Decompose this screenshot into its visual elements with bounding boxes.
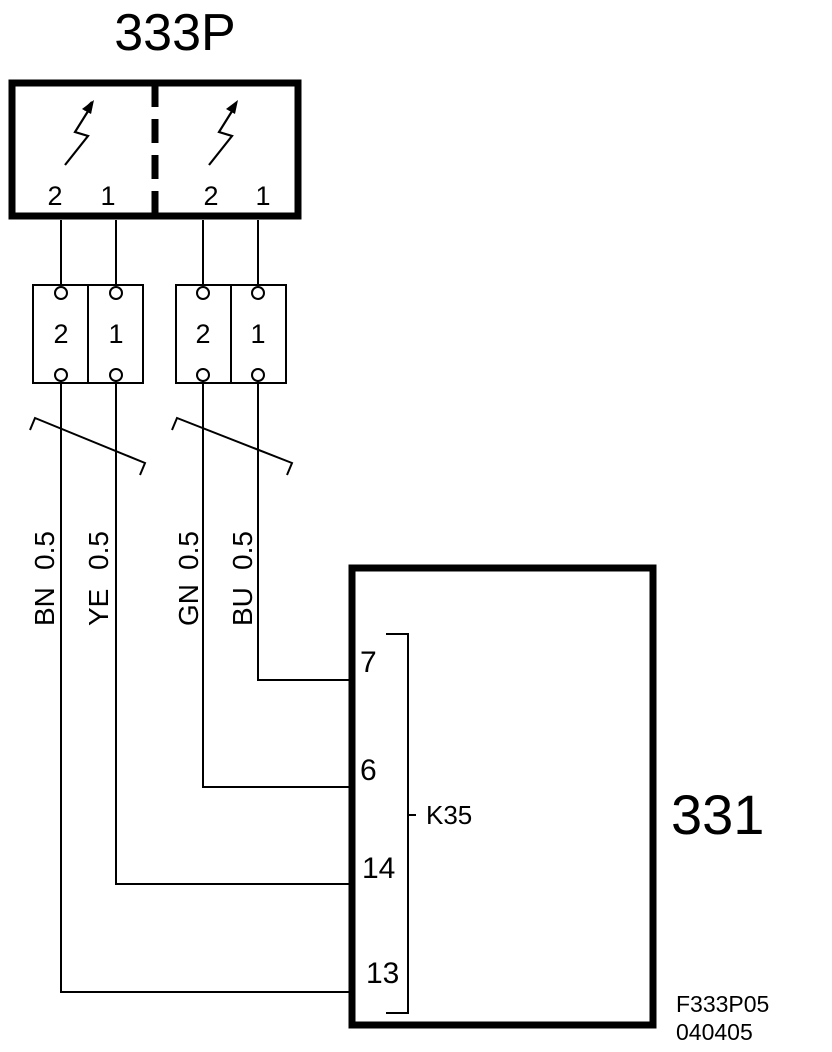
wire-size-label: 0.5 bbox=[83, 531, 114, 570]
sensor-pin-label: 1 bbox=[100, 181, 115, 211]
control-unit-label: 331 bbox=[671, 783, 764, 846]
control-unit: K35 7 6 14 13 bbox=[348, 564, 657, 1029]
connector-cell bbox=[87, 284, 144, 384]
connector-label: 1 bbox=[250, 319, 265, 349]
connector-group-right: 2 1 bbox=[175, 284, 287, 384]
wire-color-label: BN bbox=[29, 587, 60, 626]
twisted-pair-marker bbox=[29, 416, 294, 476]
wire-color-label: GN bbox=[173, 584, 204, 626]
sensor-pin-label: 2 bbox=[203, 181, 218, 211]
wire-color-label: BU bbox=[227, 587, 258, 626]
control-unit-pin: 7 bbox=[360, 646, 377, 679]
wire-bu bbox=[257, 381, 355, 681]
connector-bracket bbox=[386, 633, 409, 1014]
connector-label: 2 bbox=[53, 319, 68, 349]
sensor-block: 2 1 2 1 bbox=[8, 79, 302, 220]
sensor-lightning-icon bbox=[64, 100, 94, 166]
wire-ye bbox=[115, 381, 355, 885]
component-title: 333P bbox=[114, 4, 235, 62]
connector-label: 1 bbox=[108, 319, 123, 349]
connector-group-left: 2 1 bbox=[32, 284, 144, 384]
figure-reference-date: 040405 bbox=[676, 1019, 753, 1045]
control-unit-pin: 6 bbox=[360, 754, 377, 787]
connector-label: 2 bbox=[195, 319, 210, 349]
connector-id-label: K35 bbox=[426, 800, 472, 830]
harness-wires bbox=[60, 381, 355, 993]
wire-size-label: 0.5 bbox=[227, 531, 258, 570]
sensor-lightning-icon bbox=[208, 100, 238, 166]
connector-terminal bbox=[54, 368, 68, 382]
wire-gn bbox=[202, 381, 355, 788]
sensor-leads bbox=[60, 220, 259, 287]
connector-terminal bbox=[251, 286, 265, 300]
control-unit-outline bbox=[348, 564, 657, 1029]
connector-terminal bbox=[251, 368, 265, 382]
wire-size-label: 0.5 bbox=[173, 531, 204, 570]
control-unit-pin: 13 bbox=[366, 957, 399, 990]
connector-terminal bbox=[196, 286, 210, 300]
figure-reference-code: F333P05 bbox=[676, 991, 769, 1017]
wire-bn bbox=[60, 381, 355, 993]
connector-terminal bbox=[109, 286, 123, 300]
wire-size-label: 0.5 bbox=[29, 531, 60, 570]
connector-terminal bbox=[196, 368, 210, 382]
connector-terminal bbox=[54, 286, 68, 300]
wire-color-label: YE bbox=[83, 589, 114, 626]
sensor-pin-label: 2 bbox=[47, 181, 62, 211]
sensor-pin-label: 1 bbox=[255, 181, 270, 211]
connector-terminal bbox=[109, 368, 123, 382]
control-unit-pin: 14 bbox=[362, 852, 395, 885]
